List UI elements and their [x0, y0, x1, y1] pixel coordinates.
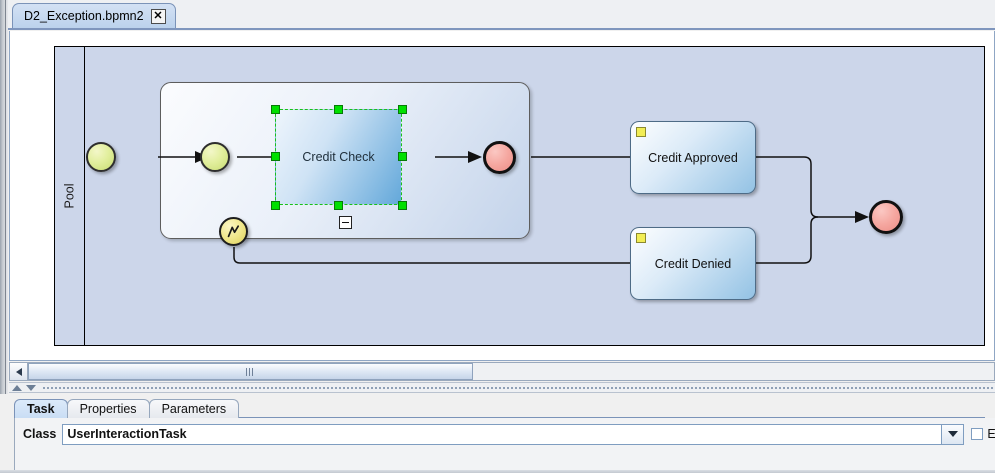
tab-properties[interactable]: Properties [66, 399, 150, 418]
error-bolt-icon [227, 225, 240, 238]
splitter-up-icon[interactable] [12, 384, 22, 391]
expression-checkbox-label: Ex [987, 427, 995, 441]
close-icon[interactable]: ✕ [150, 8, 166, 24]
document-tab-label: D2_Exception.bpmn2 [24, 9, 144, 23]
properties-panel-body: Class UserInteractionTask Ex [14, 418, 995, 473]
gutter-divider [5, 0, 6, 473]
selection-handle-sw[interactable] [271, 201, 280, 210]
scrollbar-track[interactable] [28, 363, 994, 380]
tab-parameters[interactable]: Parameters [148, 399, 240, 418]
editor-tab-strip-underline [8, 28, 995, 30]
document-tab-d2-exception[interactable]: D2_Exception.bpmn2 ✕ [12, 3, 176, 28]
expression-checkbox[interactable] [971, 428, 984, 440]
class-input[interactable]: UserInteractionTask [62, 423, 943, 445]
properties-tab-underline [14, 417, 985, 418]
expression-checkbox-group[interactable]: Ex [971, 427, 995, 441]
selection-handle-s[interactable] [334, 201, 343, 210]
scroll-left-icon[interactable] [10, 363, 28, 380]
task-credit-approved-label: Credit Approved [648, 150, 738, 165]
panel-splitter[interactable] [9, 382, 995, 393]
class-field-label: Class [23, 427, 57, 441]
splitter-down-icon[interactable] [26, 384, 36, 391]
selection-handle-se[interactable] [398, 201, 407, 210]
pool-header[interactable]: Pool [55, 47, 85, 345]
collapse-minus-icon[interactable] [339, 216, 352, 229]
start-event-outer[interactable] [86, 142, 116, 172]
end-event-outer[interactable] [869, 200, 903, 234]
properties-panel: Task Properties Parameters Class UserInt… [0, 394, 995, 473]
scroll-grip-icon [246, 367, 255, 376]
window-bottom-edge [0, 470, 995, 473]
selection-handle-ne[interactable] [398, 105, 407, 114]
tab-task-label: Task [27, 402, 55, 416]
chevron-down-icon[interactable] [942, 423, 965, 445]
user-task-marker-icon [636, 233, 646, 243]
class-field-row: Class UserInteractionTask Ex [17, 423, 995, 445]
task-credit-denied-label: Credit Denied [654, 256, 732, 271]
tab-parameters-label: Parameters [161, 402, 227, 416]
selection-handle-nw[interactable] [271, 105, 280, 114]
pool-label: Pool [62, 183, 77, 209]
task-credit-check[interactable]: Credit Check [275, 109, 402, 205]
properties-tab-bar: Task Properties Parameters [14, 398, 240, 418]
end-event-inner[interactable] [483, 141, 516, 174]
boundary-event-error[interactable] [219, 217, 248, 246]
selection-handle-w[interactable] [271, 152, 280, 161]
class-combobox[interactable]: UserInteractionTask [62, 423, 965, 445]
tab-task[interactable]: Task [14, 399, 68, 418]
tab-properties-label: Properties [79, 402, 137, 416]
start-event-inner[interactable] [200, 142, 230, 172]
scrollbar-thumb[interactable] [28, 363, 473, 380]
diagram-canvas[interactable]: Pool [10, 31, 994, 360]
diagram-canvas-frame[interactable]: Pool [9, 31, 995, 361]
selection-handle-e[interactable] [398, 152, 407, 161]
window-left-gutter [0, 0, 8, 473]
task-credit-denied[interactable]: Credit Denied [630, 227, 756, 300]
selection-handle-n[interactable] [334, 105, 343, 114]
task-credit-check-label: Credit Check [302, 150, 375, 164]
canvas-horizontal-scrollbar[interactable] [9, 362, 995, 381]
splitter-grip[interactable] [42, 386, 995, 389]
user-task-marker-icon [636, 127, 646, 137]
task-credit-approved[interactable]: Credit Approved [630, 121, 756, 194]
